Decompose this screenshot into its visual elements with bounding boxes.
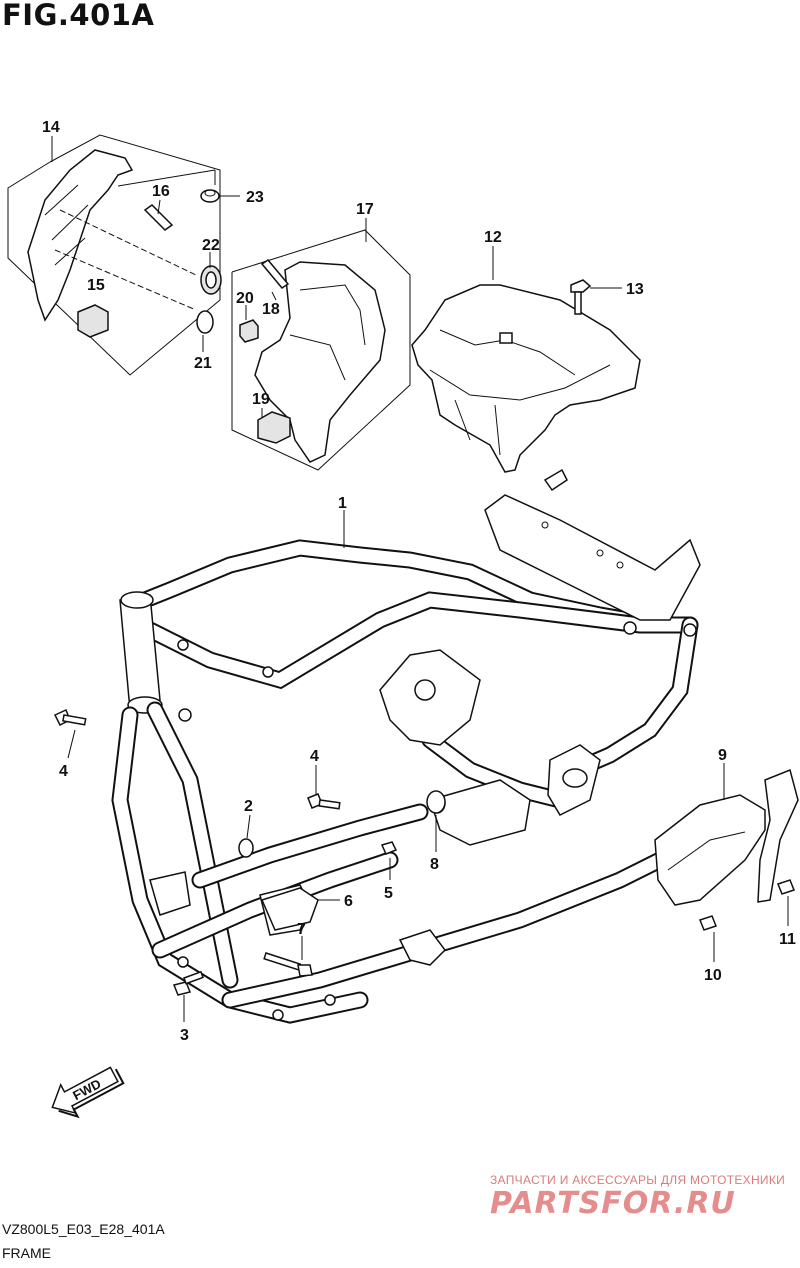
group-box-seat-cover [231, 229, 411, 471]
watermark-tagline: ЗАПЧАСТИ И АКСЕССУАРЫ ДЛЯ МОТОТЕХНИКИ [490, 1173, 786, 1187]
battery-tray [411, 279, 641, 473]
callouts: 1 2 3 4 4 5 6 7 8 9 10 11 12 13 14 15 16… [42, 119, 796, 1044]
callout-6: 6 [344, 893, 353, 910]
callout-2: 2 [244, 798, 253, 815]
diagram-code: VZ800L5_E03_E28_401A [2, 1221, 165, 1237]
callout-8: 8 [430, 856, 439, 873]
callout-5: 5 [384, 885, 393, 902]
fwd-arrow-icon: FWD [51, 1066, 125, 1119]
callout-20: 20 [236, 290, 254, 307]
callout-17: 17 [356, 201, 374, 218]
callout-3: 3 [180, 1027, 189, 1044]
callout-18: 18 [262, 301, 280, 318]
callout-19: 19 [252, 391, 270, 408]
diagram-name: FRAME [2, 1245, 51, 1261]
callout-16: 16 [152, 183, 170, 200]
callout-21: 21 [194, 355, 212, 372]
callout-10: 10 [704, 967, 722, 984]
fwd-label: FWD [70, 1076, 103, 1103]
callout-11: 11 [779, 931, 796, 948]
watermark-logo: PARTSFOR.RU [490, 1186, 736, 1221]
callout-23: 23 [246, 189, 264, 206]
callout-14: 14 [42, 119, 60, 136]
group-box-cover-parts [7, 134, 222, 376]
callout-4-center: 4 [310, 748, 319, 765]
main-frame [111, 468, 701, 1024]
leader-lines [51, 136, 789, 1022]
callout-15: 15 [87, 277, 105, 294]
callout-9: 9 [718, 747, 727, 764]
callout-13: 13 [626, 281, 644, 298]
figure-title: FIG.401A [2, 0, 155, 32]
callout-7: 7 [297, 921, 306, 938]
fastener-parts [53, 708, 799, 996]
callout-4-left: 4 [59, 763, 68, 780]
callout-22: 22 [202, 237, 220, 254]
callout-12: 12 [484, 229, 502, 246]
callout-1: 1 [338, 495, 347, 512]
